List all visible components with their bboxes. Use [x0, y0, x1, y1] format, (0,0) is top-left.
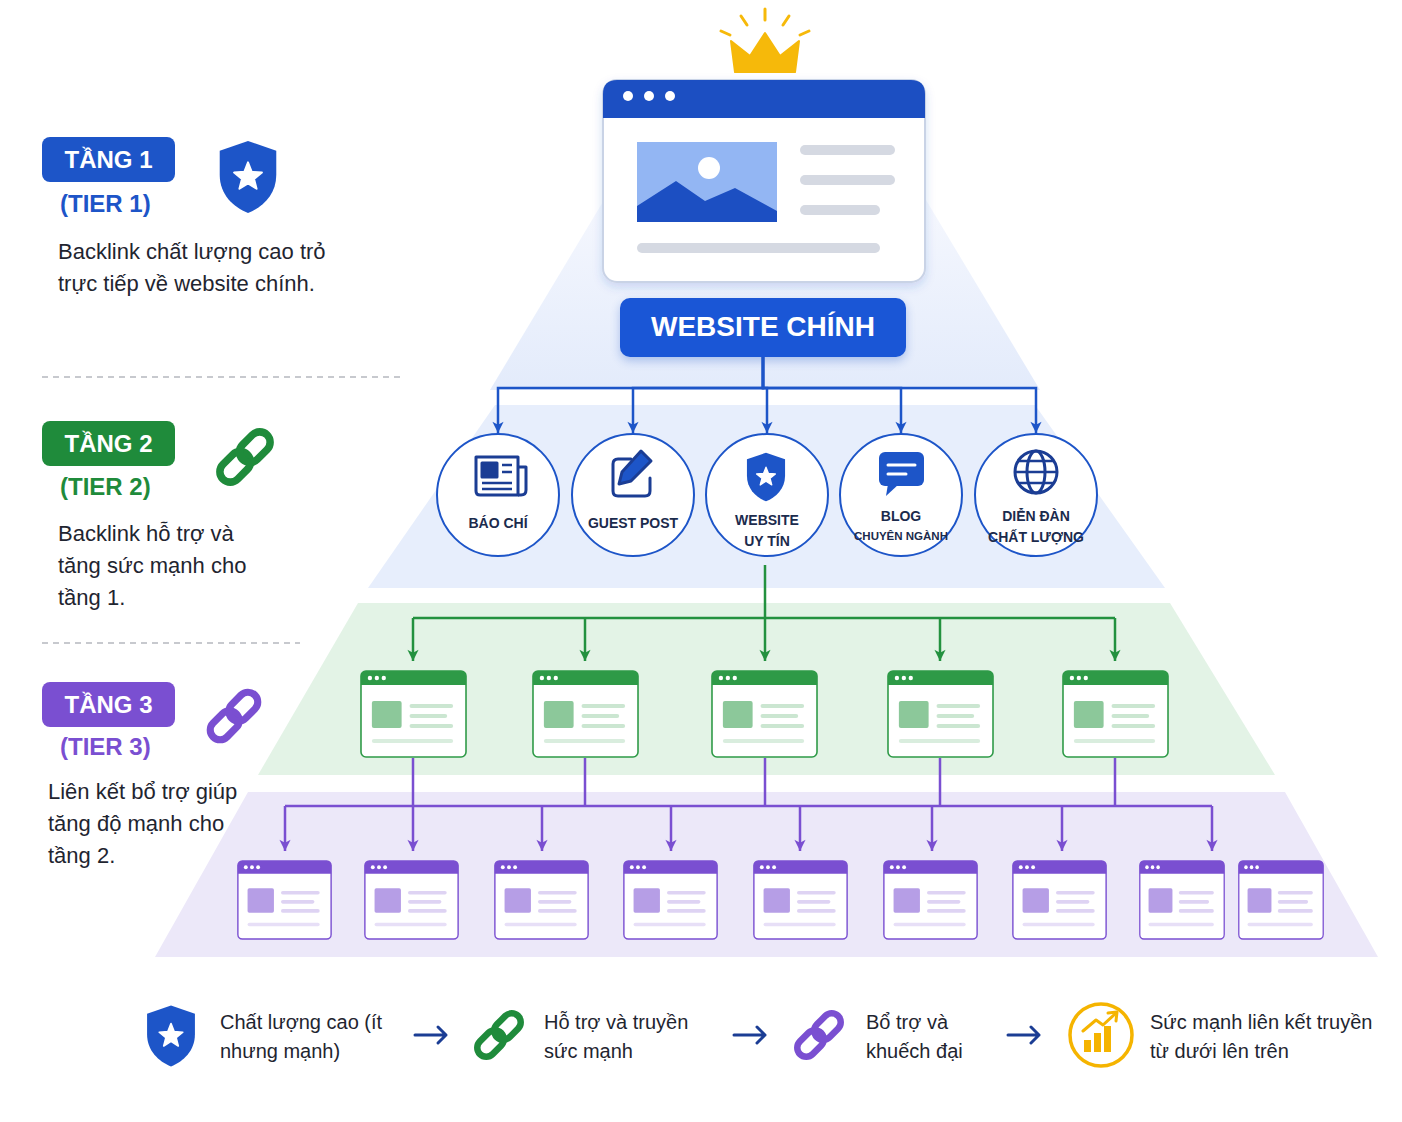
tier3-pages [238, 861, 1323, 939]
backlink-source-circle: BLOGCHUYÊN NGÀNH [839, 433, 963, 557]
tier-badge: TẦNG 2 [42, 421, 175, 466]
shield-icon [747, 453, 785, 502]
tier2-band [258, 603, 1275, 775]
backlink-source-circle: DIỄN ĐÀN CHẤT LƯỢNG [974, 433, 1098, 557]
globe-icon [1015, 451, 1057, 493]
circle-label: BÁO CHÍ [443, 513, 553, 533]
connector-arrow [633, 357, 763, 433]
legend-icons [147, 1004, 1132, 1067]
backlink-source-circle: BÁO CHÍ [436, 433, 560, 557]
tier-badge: TẦNG 3 [42, 682, 175, 727]
circle-outline [436, 433, 560, 557]
backlink-source-circle: WEBSITE UY TÍN [705, 433, 829, 557]
circle-label: WEBSITE UY TÍN [725, 510, 809, 552]
circle-outline [706, 434, 828, 556]
connector-arrow [498, 357, 763, 433]
tier-badge-label: TẦNG 1 [64, 146, 152, 174]
chat-icon [879, 452, 924, 496]
circle-label: DIỄN ĐÀN CHẤT LƯỢNG [986, 506, 1086, 548]
legend-text: Sức mạnh liên kết truyền từ dưới lên trê… [1150, 1008, 1380, 1066]
tier-badge-label: TẦNG 3 [64, 691, 152, 719]
link-icon [216, 428, 275, 487]
circle-outline [437, 434, 559, 556]
tier-separators [42, 377, 405, 643]
main-website-illustration [603, 80, 925, 282]
tier2-wires [413, 565, 1115, 661]
tier-badge-label: TẦNG 2 [64, 430, 152, 458]
tier-label: (TIER 1) [60, 188, 260, 220]
pyramid-bands [155, 190, 1378, 957]
tier3-band [155, 792, 1378, 957]
tier-description: Backlink chất lượng cao trỏ trực tiếp về… [58, 236, 326, 300]
crown-icon [721, 9, 809, 72]
connector-arrow [763, 357, 767, 433]
circle-outline [975, 434, 1097, 556]
tier-badge: TẦNG 1 [42, 137, 175, 182]
tier1-band [368, 405, 1165, 588]
circle-label: CHUYÊN NGÀNH [845, 526, 957, 546]
tier3-wires [285, 758, 1212, 851]
circle-outline [571, 433, 695, 557]
tier-description: Liên kết bổ trợ giúp tăng độ mạnh cho tầ… [48, 776, 263, 872]
circle-label: BLOG [846, 506, 956, 526]
circle-outline [840, 434, 962, 556]
connector-arrow [763, 357, 1036, 433]
legend-text: Bổ trợ và khuếch đại [866, 1008, 991, 1066]
tier-description: Backlink hỗ trợ và tăng sức mạnh cho tần… [58, 518, 273, 614]
main-website-box: WEBSITE CHÍNH [620, 298, 906, 357]
tier-label: (TIER 3) [60, 731, 260, 763]
legend-text: Hỗ trợ và truyền sức mạnh [544, 1008, 709, 1066]
legend-text: Chất lượng cao (ít nhưng mạnh) [220, 1008, 390, 1066]
shield-icon [220, 141, 277, 213]
tier-label: (TIER 2) [60, 471, 260, 503]
connector-arrow [763, 357, 901, 433]
circle-label: GUEST POST [575, 513, 691, 533]
link-icon [206, 688, 262, 744]
edit-icon [613, 451, 651, 496]
newspaper-icon [476, 457, 526, 495]
main-website-label: WEBSITE CHÍNH [651, 311, 875, 343]
tier2-pages [361, 671, 1168, 757]
legend-arrows [415, 1027, 1039, 1043]
backlink-source-circle: GUEST POST [571, 433, 695, 557]
circle-outline [572, 434, 694, 556]
